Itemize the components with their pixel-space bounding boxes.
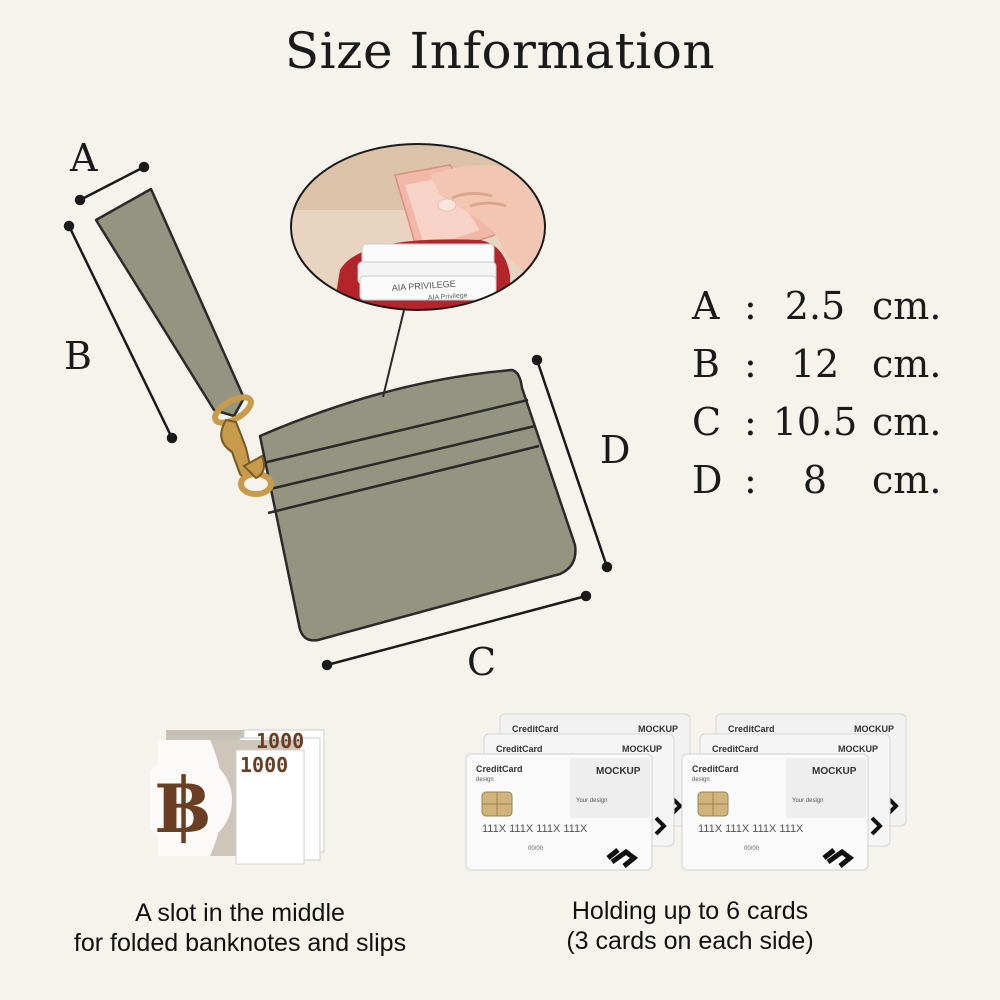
banknote-denomination: 1000 [240, 753, 288, 777]
spec-key: A [692, 284, 720, 328]
svg-text:00/00: 00/00 [528, 846, 544, 852]
dimension-line-b [63, 220, 178, 444]
svg-text:111X 111X 111X 111X: 111X 111X 111X 111X [482, 823, 588, 835]
svg-text:CreditCard: CreditCard [512, 724, 559, 734]
page-title: Size Information [284, 22, 716, 80]
zoom-card-label: AIA PRIVILEGE [391, 279, 456, 293]
spec-value: 10.5 [772, 400, 858, 444]
spec-key: D [692, 458, 723, 502]
spec-unit: cm. [872, 458, 942, 502]
spec-value: 12 [790, 342, 840, 386]
wrist-strap [94, 187, 246, 418]
card-capacity-caption: Holding up to 6 cards (3 cards on each s… [470, 896, 910, 956]
spec-unit: cm. [872, 400, 942, 444]
spec-separator: : [744, 400, 757, 444]
dimension-line-d [531, 354, 613, 573]
dimension-line-a [74, 161, 150, 206]
caption-line: Holding up to 6 cards [571, 897, 809, 925]
spec-row-b: B : 12 cm. [692, 342, 962, 392]
svg-text:MOCKUP: MOCKUP [638, 724, 678, 734]
card-slot-lines [262, 398, 540, 515]
wallet-diagram: AIA PRIVILEGE AIA Privilege [63, 143, 613, 671]
spec-value: 2.5 [784, 284, 846, 328]
dimension-line-c [321, 590, 592, 671]
svg-text:CreditCard: CreditCard [496, 744, 543, 754]
spec-row-d: D : 8 cm. [692, 458, 962, 508]
spec-unit: cm. [872, 342, 942, 386]
spec-key: B [692, 342, 720, 386]
label-a: A [70, 136, 98, 180]
spec-separator: : [744, 458, 757, 502]
lobster-clasp [212, 394, 274, 497]
caption-line: for folded banknotes and slips [73, 929, 407, 957]
zoom-connector-line [382, 309, 405, 398]
spec-separator: : [744, 342, 757, 386]
label-d: D [600, 428, 631, 472]
spec-row-a: A : 2.5 cm. [692, 284, 962, 334]
banknote-denomination-back: 1000 [256, 729, 304, 753]
wallet-body [258, 368, 577, 642]
caption-line: A slot in the middle [135, 899, 345, 927]
card-stacks-illustration: CreditCard MOCKUP CreditCard MOCKUP Cred… [465, 708, 920, 880]
spec-key: C [692, 400, 722, 444]
spec-separator: : [744, 284, 757, 328]
svg-text:MOCKUP: MOCKUP [622, 744, 662, 754]
credit-card-front: CreditCard design MOCKUP Your design 111… [465, 753, 653, 871]
zoom-ellipse-outline [290, 143, 546, 311]
spec-unit: cm. [872, 284, 942, 328]
svg-text:CreditCard: CreditCard [476, 764, 523, 774]
spec-value: 8 [802, 458, 828, 502]
label-b: B [64, 334, 92, 378]
banknote-slot-caption: A slot in the middle for folded banknote… [20, 898, 460, 958]
caption-line: (3 cards on each side) [566, 927, 814, 955]
svg-text:design: design [476, 777, 494, 783]
label-c: C [467, 640, 497, 684]
svg-text:Your design: Your design [576, 798, 607, 804]
baht-symbol: ฿ [156, 761, 209, 850]
zoom-card-label-small: AIA Privilege [428, 292, 468, 302]
spec-row-c: C : 10.5 cm. [692, 400, 962, 450]
svg-text:MOCKUP: MOCKUP [596, 766, 641, 777]
banknote-illustration: ฿ 1000 1000 [150, 729, 325, 865]
